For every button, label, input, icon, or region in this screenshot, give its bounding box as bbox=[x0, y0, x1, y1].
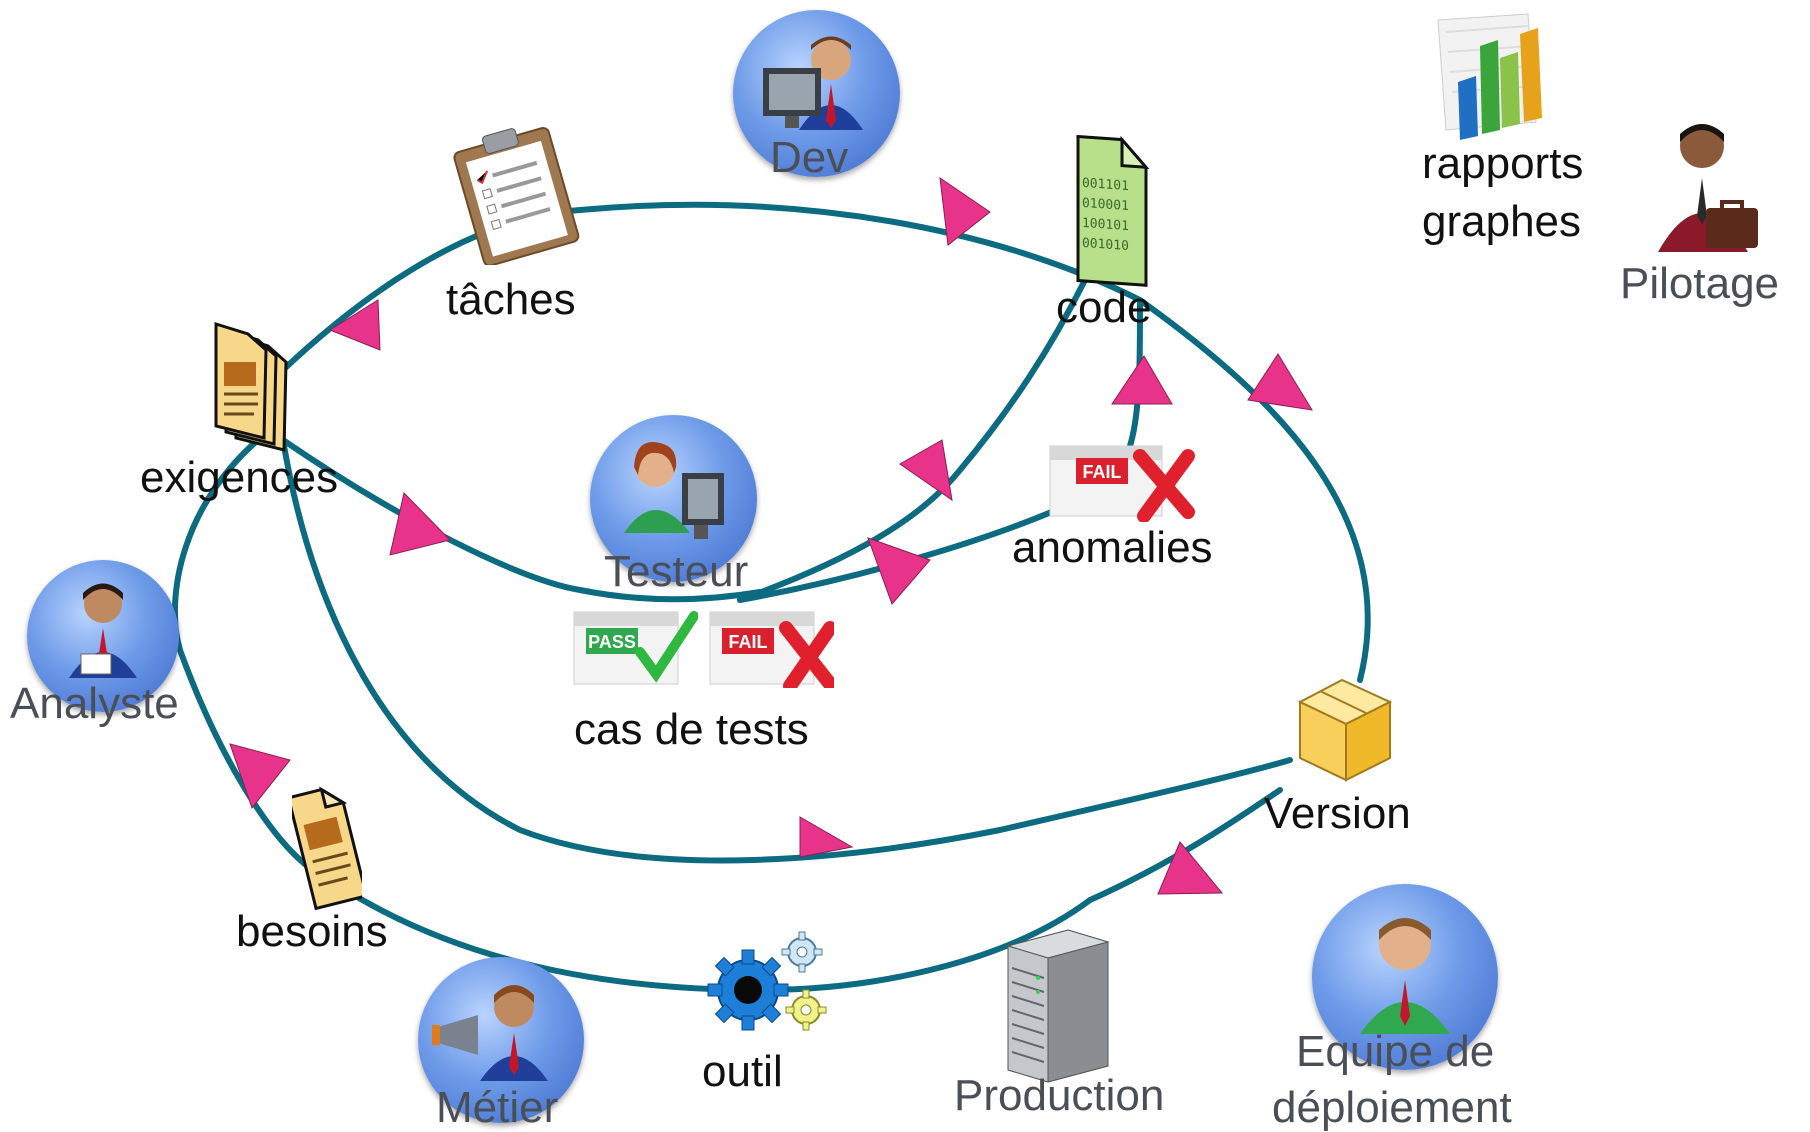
arrow-code-version bbox=[1247, 353, 1313, 411]
arrow-testeur-anomalies bbox=[867, 537, 931, 605]
code-file-icon: 001101 010001 100101 001010 bbox=[1070, 132, 1150, 297]
arrow-anomalies-code bbox=[1111, 355, 1173, 405]
role-label-pilotage: Pilotage bbox=[1620, 259, 1780, 308]
document-icon bbox=[286, 784, 369, 919]
gears-icon bbox=[704, 930, 834, 1045]
role-label-dev: Dev bbox=[770, 133, 849, 182]
bar-chart-icon bbox=[1432, 12, 1562, 147]
svg-text:100101: 100101 bbox=[1082, 216, 1129, 234]
role-label-equipe-line1: Equipe de bbox=[1296, 1027, 1495, 1076]
flow-line-outer-loop bbox=[280, 201, 1371, 683]
svg-text:FAIL: FAIL bbox=[1083, 462, 1122, 482]
computer-user-icon bbox=[763, 36, 863, 130]
artifact-label-code: code bbox=[1056, 283, 1152, 332]
artifact-label-rapports: rapports bbox=[1422, 139, 1584, 188]
artifact-label-taches: tâches bbox=[446, 275, 576, 324]
package-box-icon bbox=[1290, 676, 1400, 791]
businessman-icon bbox=[69, 583, 137, 678]
role-label-metier: Métier bbox=[436, 1083, 559, 1132]
arrow-taches bbox=[328, 299, 381, 351]
arrow-version-flow bbox=[799, 816, 854, 858]
testeur-actor-icon bbox=[590, 415, 757, 582]
megaphone-user-icon bbox=[432, 985, 548, 1081]
artifact-label-cas-de-tests: cas de tests bbox=[574, 705, 809, 754]
fail-badge-icon: FAIL bbox=[1048, 440, 1198, 527]
metier-actor-icon bbox=[418, 957, 584, 1123]
artifact-label-anomalies: anomalies bbox=[1012, 523, 1213, 572]
artifact-label-exigences: exigences bbox=[140, 453, 339, 502]
role-label-analyste: Analyste bbox=[10, 679, 179, 728]
clipboard-icon bbox=[440, 120, 590, 270]
role-label-production: Production bbox=[954, 1071, 1165, 1120]
arrow-version-production bbox=[1157, 841, 1224, 895]
flow-line-exigences-version bbox=[280, 437, 1293, 864]
svg-text:001101: 001101 bbox=[1082, 176, 1129, 194]
svg-text:FAIL: FAIL bbox=[729, 632, 768, 652]
flow-line-exigences-testeur bbox=[280, 437, 763, 603]
artifact-label-version: Version bbox=[1264, 789, 1411, 838]
svg-text:PASS: PASS bbox=[588, 632, 636, 652]
artifact-label-outil: outil bbox=[702, 1047, 783, 1096]
role-label-testeur: Testeur bbox=[604, 547, 749, 596]
fail-badge-icon: FAIL bbox=[708, 608, 837, 693]
svg-text:001010: 001010 bbox=[1082, 236, 1129, 254]
user-icon bbox=[1360, 918, 1450, 1034]
documents-icon bbox=[212, 321, 292, 457]
role-label-equipe-line2: déploiement bbox=[1272, 1083, 1512, 1132]
dev-actor-icon bbox=[733, 10, 900, 177]
arrow-besoins-analyste bbox=[229, 743, 291, 810]
svg-text:010001: 010001 bbox=[1082, 196, 1129, 214]
arrow-dev-code bbox=[939, 176, 991, 246]
flow-line-testeur-code bbox=[737, 277, 1088, 603]
computer-user-icon bbox=[624, 442, 724, 539]
pass-badge-icon: PASS bbox=[572, 608, 699, 693]
arrow-exigences-testeur bbox=[389, 491, 451, 556]
flow-line-exigences-analyste bbox=[171, 427, 333, 883]
businessman-briefcase-icon bbox=[1640, 112, 1770, 267]
equipe-actor-icon bbox=[1312, 884, 1498, 1070]
artifact-label-graphes: graphes bbox=[1422, 197, 1582, 246]
server-icon bbox=[998, 916, 1118, 1091]
artifact-label-besoins: besoins bbox=[236, 907, 388, 956]
arrow-testeur-code bbox=[899, 439, 953, 502]
analyste-actor-icon bbox=[27, 560, 179, 712]
